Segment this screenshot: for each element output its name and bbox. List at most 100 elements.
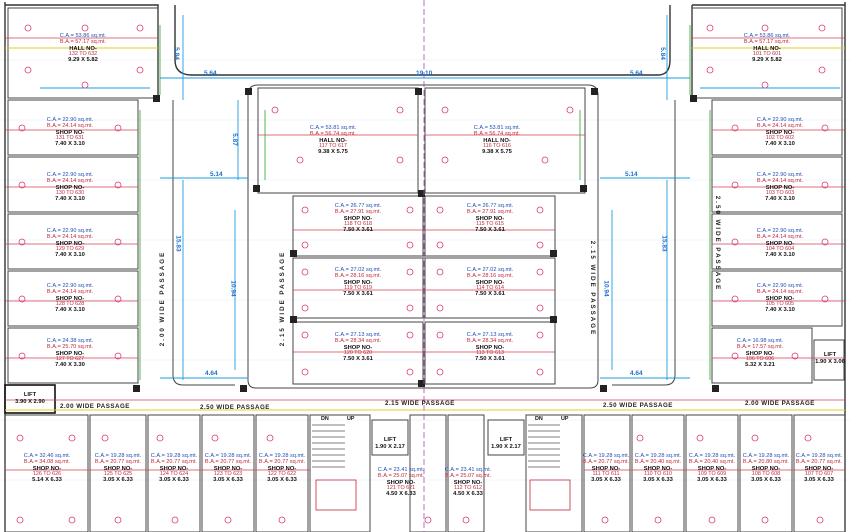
unit-name: SHOP NO- xyxy=(159,465,189,472)
unit-shop-130[interactable]: C.A.= 22.90 sq.mt.B.A.= 24.14 sq.mt.SHOP… xyxy=(28,172,112,203)
unit-shop-131[interactable]: C.A.= 22.90 sq.mt.B.A.= 24.14 sq.mt.SHOP… xyxy=(28,117,112,148)
unit-shop-110[interactable]: C.A.= 19.28 sq.mt.B.A.= 20.40 sq.mt.SHOP… xyxy=(630,453,686,484)
unit-carpet-area: C.A.= 22.90 sq.mt. xyxy=(756,228,804,234)
stair-dn-left: DN xyxy=(321,416,329,422)
unit-shop-108[interactable]: C.A.= 19.28 sq.mt.B.A.= 20.80 sq.mt.SHOP… xyxy=(738,453,794,484)
unit-shop-126[interactable]: C.A.= 32.46 sq.mt.B.A.= 34.08 sq.mt.SHOP… xyxy=(8,453,86,484)
unit-shop-106[interactable]: C.A.= 16.98 sq.mt.B.A.= 17.57 sq.mt.SHOP… xyxy=(718,338,802,369)
unit-size: 7.40 X 3.10 xyxy=(55,196,85,203)
unit-built-area: B.A.= 20.77 sq.mt. xyxy=(204,458,252,465)
dim-left-long: 15.83 xyxy=(174,235,182,252)
unit-name: HALL NO- xyxy=(483,137,511,144)
unit-shop-119[interactable]: C.A.= 27.02 sq.mt.B.A.= 28.16 sq.mt.SHOP… xyxy=(318,267,398,298)
dim-left-mid: 5.14 xyxy=(210,171,223,178)
unit-shop-120[interactable]: C.A.= 27.13 sq.mt.B.A.= 28.34 sq.mt.SHOP… xyxy=(318,332,398,363)
left-lift-box xyxy=(4,384,56,414)
unit-built-area: B.A.= 20.40 sq.mt. xyxy=(688,458,736,465)
unit-carpet-area: C.A.= 22.90 sq.mt. xyxy=(46,117,94,123)
unit-name: SHOP NO- xyxy=(765,295,795,302)
unit-carpet-area: C.A.= 23.41 sq.mt. xyxy=(377,467,425,473)
unit-size: 7.40 X 3.10 xyxy=(55,252,85,259)
unit-shop-124[interactable]: C.A.= 19.28 sq.mt.B.A.= 20.77 sq.mt.SHOP… xyxy=(145,453,203,484)
unit-shop-128[interactable]: C.A.= 22.90 sq.mt.B.A.= 24.14 sq.mt.SHOP… xyxy=(28,283,112,314)
unit-shop-111[interactable]: C.A.= 19.28 sq.mt.B.A.= 20.77 sq.mt.SHOP… xyxy=(580,453,632,484)
unit-size: 3.05 X 6.33 xyxy=(751,477,781,484)
unit-size: 3.05 X 6.33 xyxy=(697,477,727,484)
unit-built-area: B.A.= 24.14 sq.mt. xyxy=(756,177,804,184)
unit-name: SHOP NO- xyxy=(765,240,795,247)
unit-shop-121[interactable]: C.A.= 23.41 sq.mt.B.A.= 25.07 sq.mt.SHOP… xyxy=(373,467,429,498)
unit-hall-right[interactable]: C.A.= 53.86 sq.mt.B.A.= 57.17 sq.mt.HALL… xyxy=(717,33,817,64)
bottom-shop-walls xyxy=(4,414,846,532)
lift-left: LIFT 3.90 X 2.90 xyxy=(6,392,54,405)
unit-shop-123[interactable]: C.A.= 19.28 sq.mt.B.A.= 20.77 sq.mt.SHOP… xyxy=(199,453,257,484)
unit-carpet-area: C.A.= 19.28 sq.mt. xyxy=(742,453,790,459)
dim-right-vertical: 5.84 xyxy=(658,47,666,60)
lift-center-left-label: LIFT xyxy=(383,437,397,443)
unit-number: 127 TO 627 xyxy=(55,355,85,362)
dim-right-mid: 5.14 xyxy=(625,171,638,178)
unit-hall-left[interactable]: C.A.= 53.86 sq.mt.B.A.= 57.17 sq.mt.HALL… xyxy=(33,33,133,64)
dim-left-bottom: 4.64 xyxy=(205,370,218,377)
unit-shop-113[interactable]: C.A.= 27.13 sq.mt.B.A.= 28.34 sq.mt.SHOP… xyxy=(450,332,530,363)
unit-number: 119 TO 619 xyxy=(344,284,372,291)
stairs-left xyxy=(312,424,345,468)
unit-shop-114[interactable]: C.A.= 27.02 sq.mt.B.A.= 28.16 sq.mt.SHOP… xyxy=(450,267,530,298)
unit-shop-107[interactable]: C.A.= 19.28 sq.mt.B.A.= 20.77 sq.mt.SHOP… xyxy=(792,453,846,484)
unit-name: SHOP NO- xyxy=(804,465,834,472)
lift-left-size: 3.90 X 2.90 xyxy=(15,398,45,405)
unit-name: SHOP NO- xyxy=(475,344,505,351)
dim-left-vertical: 5.84 xyxy=(172,47,180,60)
passage-bottom-right-a: 2.50 WIDE PASSAGE xyxy=(603,402,673,409)
unit-hall-center-right[interactable]: C.A.= 53.81 sq.mt.B.A.= 56.74 sq.mt.HALL… xyxy=(452,125,542,156)
unit-carpet-area: C.A.= 53.81 sq.mt. xyxy=(309,125,357,131)
dim-left-span: 5.64 xyxy=(204,70,217,77)
unit-number: 129 TO 629 xyxy=(55,245,85,252)
unit-name: SHOP NO- xyxy=(765,129,795,136)
unit-number: 116 TO 616 xyxy=(483,142,511,149)
unit-number: 128 TO 628 xyxy=(55,300,85,307)
unit-number: 112 TO 612 xyxy=(454,484,482,491)
unit-carpet-area: C.A.= 22.90 sq.mt. xyxy=(46,172,94,178)
unit-built-area: B.A.= 28.34 sq.mt. xyxy=(466,337,514,344)
unit-shop-105[interactable]: C.A.= 22.90 sq.mt.B.A.= 24.14 sq.mt.SHOP… xyxy=(738,283,822,314)
unit-size: 3.05 X 6.33 xyxy=(643,477,673,484)
unit-shop-104[interactable]: C.A.= 22.90 sq.mt.B.A.= 24.14 sq.mt.SHOP… xyxy=(738,228,822,259)
unit-carpet-area: C.A.= 27.02 sq.mt. xyxy=(334,267,382,273)
unit-built-area: B.A.= 20.40 sq.mt. xyxy=(634,458,682,465)
unit-size: 9.38 X 5.75 xyxy=(482,149,512,156)
dim-inner-left-vertical: 5.87 xyxy=(230,133,238,146)
unit-size: 7.50 X 3.61 xyxy=(475,356,505,363)
unit-carpet-area: C.A.= 22.90 sq.mt. xyxy=(756,117,804,123)
unit-hall-center-left[interactable]: C.A.= 53.81 sq.mt.B.A.= 56.74 sq.mt.HALL… xyxy=(288,125,378,156)
unit-carpet-area: C.A.= 24.38 sq.mt. xyxy=(46,338,94,344)
unit-shop-127[interactable]: C.A.= 24.38 sq.mt.B.A.= 25.70 sq.mt.SHOP… xyxy=(28,338,112,369)
dim-right-bottom: 4.64 xyxy=(630,370,643,377)
unit-carpet-area: C.A.= 19.28 sq.mt. xyxy=(150,453,198,459)
unit-shop-115[interactable]: C.A.= 26.77 sq.mt.B.A.= 27.91 sq.mt.SHOP… xyxy=(450,203,530,234)
unit-carpet-area: C.A.= 27.02 sq.mt. xyxy=(466,267,514,273)
unit-shop-122[interactable]: C.A.= 19.28 sq.mt.B.A.= 20.77 sq.mt.SHOP… xyxy=(253,453,311,484)
unit-built-area: B.A.= 24.14 sq.mt. xyxy=(46,288,94,295)
unit-shop-102[interactable]: C.A.= 22.90 sq.mt.B.A.= 24.14 sq.mt.SHOP… xyxy=(738,117,822,148)
unit-shop-112[interactable]: C.A.= 23.41 sq.mt.B.A.= 25.07 sq.mt.SHOP… xyxy=(440,467,496,498)
dim-left-inner-long: 10.94 xyxy=(229,280,237,297)
unit-shop-118[interactable]: C.A.= 26.77 sq.mt.B.A.= 27.91 sq.mt.SHOP… xyxy=(318,203,398,234)
unit-carpet-area: C.A.= 27.13 sq.mt. xyxy=(466,332,514,338)
unit-shop-103[interactable]: C.A.= 22.90 sq.mt.B.A.= 24.14 sq.mt.SHOP… xyxy=(738,172,822,203)
unit-shop-109[interactable]: C.A.= 19.28 sq.mt.B.A.= 20.40 sq.mt.SHOP… xyxy=(684,453,740,484)
unit-name: SHOP NO- xyxy=(745,350,775,357)
unit-number: 131 TO 631 xyxy=(55,134,85,141)
unit-size: 7.50 X 3.61 xyxy=(343,291,373,298)
unit-size: 7.40 X 3.10 xyxy=(765,141,795,148)
unit-number: 117 TO 617 xyxy=(319,142,347,149)
unit-carpet-area: C.A.= 19.28 sq.mt. xyxy=(688,453,736,459)
unit-shop-125[interactable]: C.A.= 19.28 sq.mt.B.A.= 20.77 sq.mt.SHOP… xyxy=(88,453,148,484)
stair-up-right: UP xyxy=(561,416,569,422)
unit-name: SHOP NO- xyxy=(453,479,483,486)
unit-number: 120 TO 620 xyxy=(343,349,373,356)
passage-bottom-right-b: 2.00 WIDE PASSAGE xyxy=(745,400,815,407)
unit-size: 7.40 X 3.10 xyxy=(55,307,85,314)
unit-shop-129[interactable]: C.A.= 22.90 sq.mt.B.A.= 24.14 sq.mt.SHOP… xyxy=(28,228,112,259)
